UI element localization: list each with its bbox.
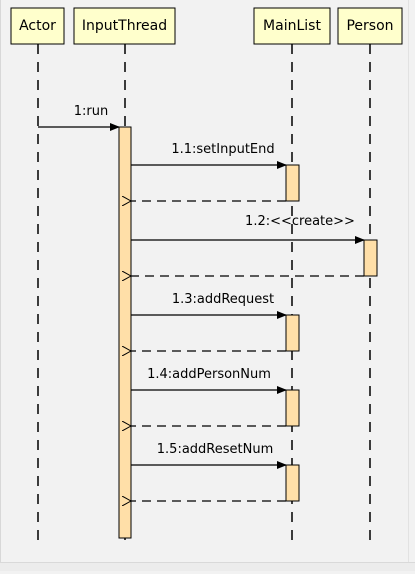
participant-label: Person <box>346 18 393 34</box>
window-edge-bottom <box>0 562 415 571</box>
message-label-create: 1.2:<<create>> <box>245 214 355 229</box>
activation-mainlist-4 <box>285 464 300 502</box>
sequence-diagram: Actor InputThread MainList Person 1:run … <box>10 7 403 545</box>
message-label-addpersonnum: 1.4:addPersonNum <box>147 367 271 382</box>
participant-person[interactable]: Person <box>337 7 403 45</box>
participant-mainlist[interactable]: MainList <box>253 7 331 45</box>
activation-person <box>363 239 378 277</box>
message-label-setinputend: 1.1:setInputEnd <box>171 142 274 157</box>
activation-inputthread <box>118 126 132 539</box>
participant-label: MainList <box>263 18 321 34</box>
participant-inputthread[interactable]: InputThread <box>73 7 176 45</box>
participant-label: Actor <box>19 18 56 34</box>
participant-label: InputThread <box>82 18 167 34</box>
message-label-run: 1:run <box>74 104 108 119</box>
window-edge-right <box>408 0 415 570</box>
activation-mainlist-3 <box>285 389 300 427</box>
activation-mainlist-2 <box>285 314 300 352</box>
message-label-addrequest: 1.3:addRequest <box>172 292 274 307</box>
participant-actor[interactable]: Actor <box>10 7 65 45</box>
diagram-canvas: Actor InputThread MainList Person 1:run … <box>0 0 403 570</box>
activation-mainlist-1 <box>285 164 300 202</box>
message-label-addresetnum: 1.5:addResetNum <box>157 442 273 457</box>
